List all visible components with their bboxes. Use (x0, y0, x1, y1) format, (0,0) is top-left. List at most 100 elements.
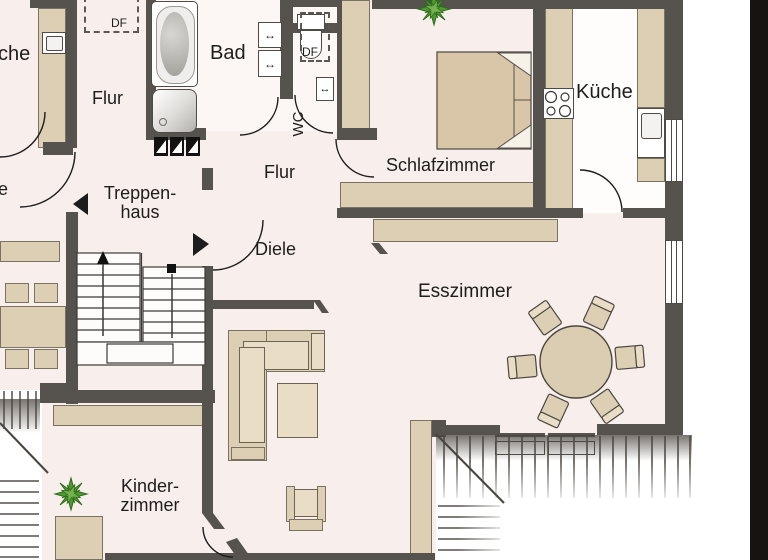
label-neighbor-room: e (0, 179, 9, 199)
sofa-armrest-right (311, 333, 325, 370)
neighbor-sideboard (0, 241, 60, 262)
plant-icon (417, 0, 451, 26)
hatch-fade (458, 500, 506, 560)
bathtub-basin (160, 12, 189, 76)
label-entry-hall: Diele (255, 239, 297, 259)
coffee-table (277, 383, 318, 438)
bathtub (151, 1, 198, 87)
label-hall-upper: Flur (92, 88, 123, 108)
wall (66, 0, 77, 148)
door-stairwell-left (19, 151, 76, 208)
wall (432, 420, 446, 437)
label-childrens-room-line1: Kinder- (120, 476, 180, 496)
label-stairwell-line2: haus (120, 201, 160, 222)
label-skylight: DF (302, 45, 318, 59)
window-east-dining (665, 240, 683, 304)
door-bedroom (335, 138, 375, 178)
neighbor-chair (5, 283, 29, 303)
window-mullion (671, 241, 672, 303)
wall (337, 208, 583, 218)
label-stairwell: Treppen- haus (95, 184, 185, 222)
wall (372, 0, 683, 9)
window-mullion (676, 241, 677, 303)
wall (280, 0, 293, 99)
roof-hip-line-west (0, 422, 49, 474)
door-entry (212, 219, 264, 271)
stair-direction-arrow (97, 251, 109, 264)
kitchen-counter-right-top (637, 8, 665, 108)
sink-basin (46, 36, 63, 51)
roof-hip-line (435, 433, 505, 504)
wall (533, 0, 545, 218)
window-mullion (671, 120, 672, 181)
wall (43, 142, 73, 155)
skylight-box (84, 0, 139, 33)
armchair-front (289, 519, 323, 531)
label-kitchen: Küche (576, 81, 633, 103)
pillow (496, 52, 532, 77)
dining-table (539, 325, 613, 399)
label-bedroom: Schlafzimmer (386, 155, 496, 175)
shower-drain (159, 118, 167, 126)
wall (623, 208, 668, 218)
neighbor-chair (34, 349, 58, 369)
label-neighbor-kitchen: che (0, 43, 31, 65)
half-wall (213, 300, 314, 309)
skylight-box (300, 12, 330, 62)
neighbor-sink (42, 32, 66, 54)
dining-set (506, 295, 646, 429)
radiator: ↔ (258, 22, 282, 48)
double-bed (436, 51, 532, 150)
armchair-seat (294, 489, 318, 517)
wall-caps (202, 243, 388, 559)
dining-sideboard (373, 219, 558, 242)
bedroom-wardrobe (340, 182, 537, 208)
sink-basin (641, 113, 662, 139)
wall (337, 0, 342, 131)
hatch-shadow (0, 399, 40, 433)
radiator: ↔ (316, 77, 334, 101)
sofa-cushion-side (239, 347, 265, 443)
door-kitchen (579, 169, 623, 213)
wall (597, 424, 683, 435)
kitchen-counter-right-low (637, 158, 665, 182)
wall (30, 0, 70, 8)
radiator: ↔ (258, 50, 282, 77)
wall (293, 0, 341, 7)
entry-arrow-left (73, 193, 88, 215)
label-childrens-room: Kinder- zimmer (105, 477, 195, 515)
wall (40, 383, 78, 393)
wall (665, 304, 683, 424)
wall (665, 0, 683, 119)
radiator-icon: ↔ (264, 56, 276, 71)
shower (152, 89, 197, 133)
toilet-tank (297, 14, 325, 30)
pillow (496, 124, 532, 149)
wall (66, 212, 78, 404)
wall (337, 128, 377, 140)
label-wc: WC (290, 111, 308, 137)
window-east-kitchen (665, 119, 683, 182)
stair-start-marker (167, 264, 176, 273)
neighbor-table (0, 306, 66, 348)
radiator-icon: ↔ (319, 83, 331, 95)
label-dining-room: Esszimmer (418, 281, 512, 302)
door-neighbor-kitchen (0, 111, 46, 158)
door-bath (239, 96, 279, 136)
window-mullion (676, 120, 677, 181)
label-bathroom: Bad (210, 42, 246, 64)
neighbor-chair (34, 283, 58, 303)
label-stairwell-line1: Treppen- (103, 183, 177, 203)
kitchen-sink (637, 108, 665, 158)
plant-icon (54, 477, 88, 511)
photo-frame-edge (750, 0, 768, 560)
wall (202, 168, 213, 190)
sofa-armrest-bottom (231, 447, 265, 460)
radiator-icon: ↔ (264, 28, 276, 42)
label-skylight: DF (111, 16, 127, 30)
wall (105, 553, 435, 560)
wall (433, 425, 500, 435)
door-arcs (0, 94, 623, 558)
